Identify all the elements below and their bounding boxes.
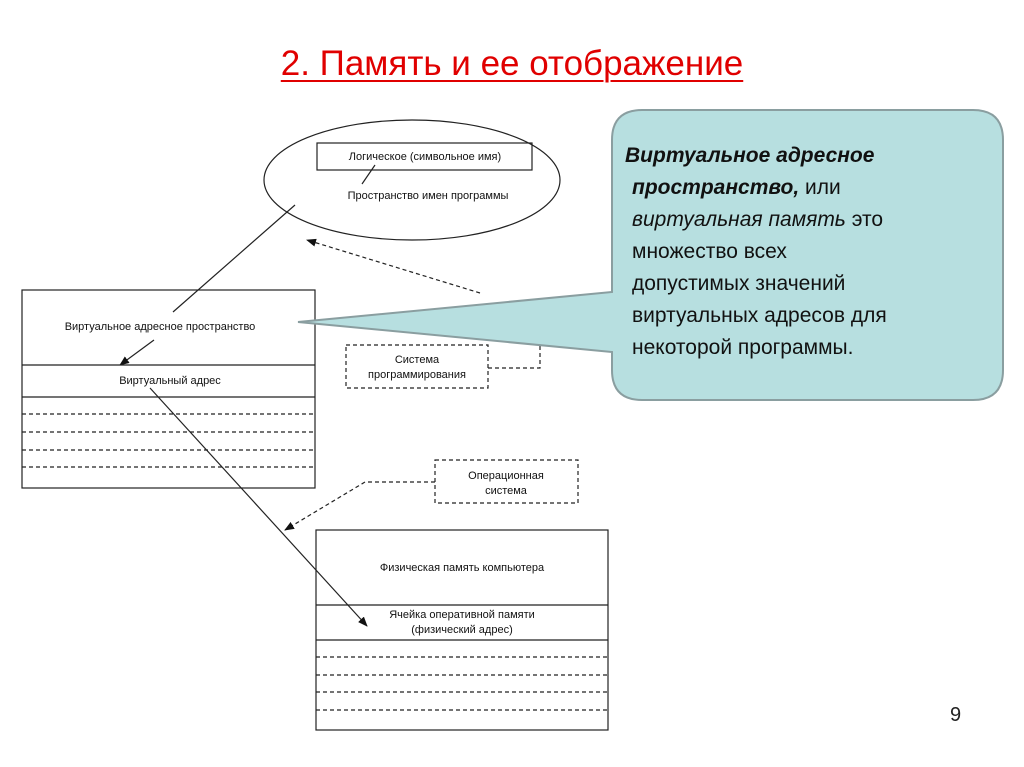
callout-line: виртуальных адресов для [632, 304, 887, 327]
os-arrow [284, 481, 435, 531]
virtual-space-arrow [119, 339, 155, 366]
prog-system-arrow [306, 238, 481, 294]
namespace-ellipse [263, 119, 561, 241]
virtual-address-label: Виртуальный адрес [119, 375, 221, 387]
callout-term: пространство, [632, 176, 800, 199]
callout-line: это [845, 208, 884, 231]
callout-line: допустимых значений [632, 272, 846, 295]
callout-line: или [799, 176, 841, 199]
page-number: 9 [950, 704, 962, 726]
slide-title-text: 2. Память и ее отображение [280, 44, 744, 83]
physical-memory-label: Физическая память компьютера [380, 562, 545, 574]
callout-term: виртуальная память [632, 208, 846, 231]
physical-memory-box [315, 529, 609, 731]
cell-label-1: Ячейка оперативной памяти [389, 609, 535, 621]
prog-system-label-2: программирования [368, 369, 466, 381]
os-label-2: система [485, 485, 528, 497]
callout-text: Виртуальное адресное пространство, или в… [625, 140, 995, 364]
os-label-1: Операционная [468, 470, 544, 482]
namespace-to-virtual-line [172, 204, 296, 313]
callout-bubble [297, 109, 1004, 401]
logical-to-namespace-line [361, 164, 376, 185]
logical-name-label: Логическое (символьное имя) [349, 151, 501, 163]
callout-line: некоторой программы. [632, 336, 854, 359]
slide-title: 2. Память и ее отображение [0, 44, 1024, 84]
cell-label-2: (физический адрес) [411, 624, 513, 636]
logical-name-box [316, 142, 533, 171]
namespace-label: Пространство имен программы [348, 190, 509, 202]
prog-system-box [345, 344, 489, 389]
virtual-space-box [21, 289, 316, 489]
callout-line: Виртуальное адресное [625, 144, 875, 167]
virtual-rows [22, 413, 315, 468]
prog-system-label-1: Система [395, 354, 440, 366]
physical-rows [316, 656, 608, 711]
virtual-space-label: Виртуальное адресное пространство [65, 321, 256, 333]
virtual-to-physical-arrow [149, 387, 368, 627]
callout-line: множество всех [632, 240, 787, 263]
